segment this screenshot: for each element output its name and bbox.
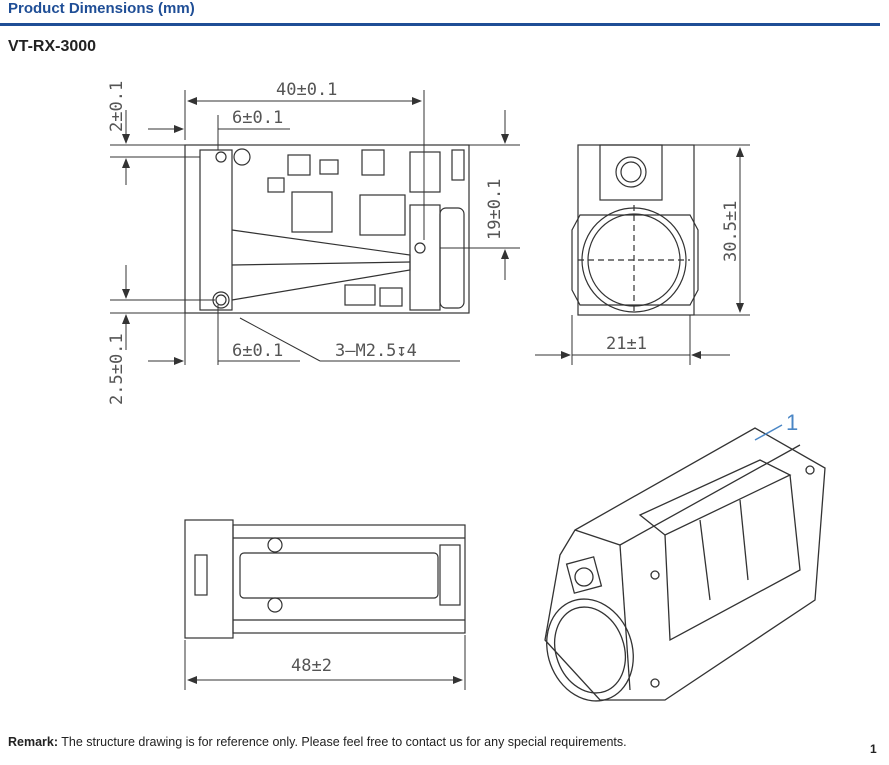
dim-side-height-label: 30.5±1 xyxy=(721,201,741,262)
bottom-dimension-lines xyxy=(184,635,466,690)
section-title: Product Dimensions (mm) xyxy=(8,0,195,17)
callout-leader xyxy=(754,424,783,441)
side-view-drawing xyxy=(571,144,699,316)
dim-side-width-label: 21±1 xyxy=(606,334,647,354)
dim-hole-offset-bottom-label: 6±0.1 xyxy=(232,341,283,361)
dim-edge-bottom-label: 2.5±0.1 xyxy=(107,333,127,405)
page-number: 1 xyxy=(870,742,877,756)
dim-hole-spacing-label: 19±0.1 xyxy=(485,179,505,240)
dim-edge-top-label: 2±0.1 xyxy=(107,81,127,132)
dim-length-label: 48±2 xyxy=(291,656,332,676)
remark-text: The structure drawing is for reference o… xyxy=(58,735,627,749)
dim-hole-offset-top-label: 6±0.1 xyxy=(232,108,283,128)
model-name: VT-RX-3000 xyxy=(8,38,97,55)
dim-thread-label: 3—M2.5↧4 xyxy=(335,341,417,361)
dimension-lines xyxy=(110,90,520,365)
remark-label: Remark: xyxy=(8,735,59,749)
bottom-view-drawing xyxy=(184,519,466,639)
dim-width-label: 40±0.1 xyxy=(276,80,337,100)
side-dimension-lines xyxy=(535,144,750,365)
top-view-drawing xyxy=(184,144,470,314)
callout-number: 1 xyxy=(786,410,798,435)
header-rule xyxy=(0,23,880,26)
isometric-view-drawing xyxy=(544,427,826,702)
remark-note: Remark: The structure drawing is for ref… xyxy=(8,735,627,749)
